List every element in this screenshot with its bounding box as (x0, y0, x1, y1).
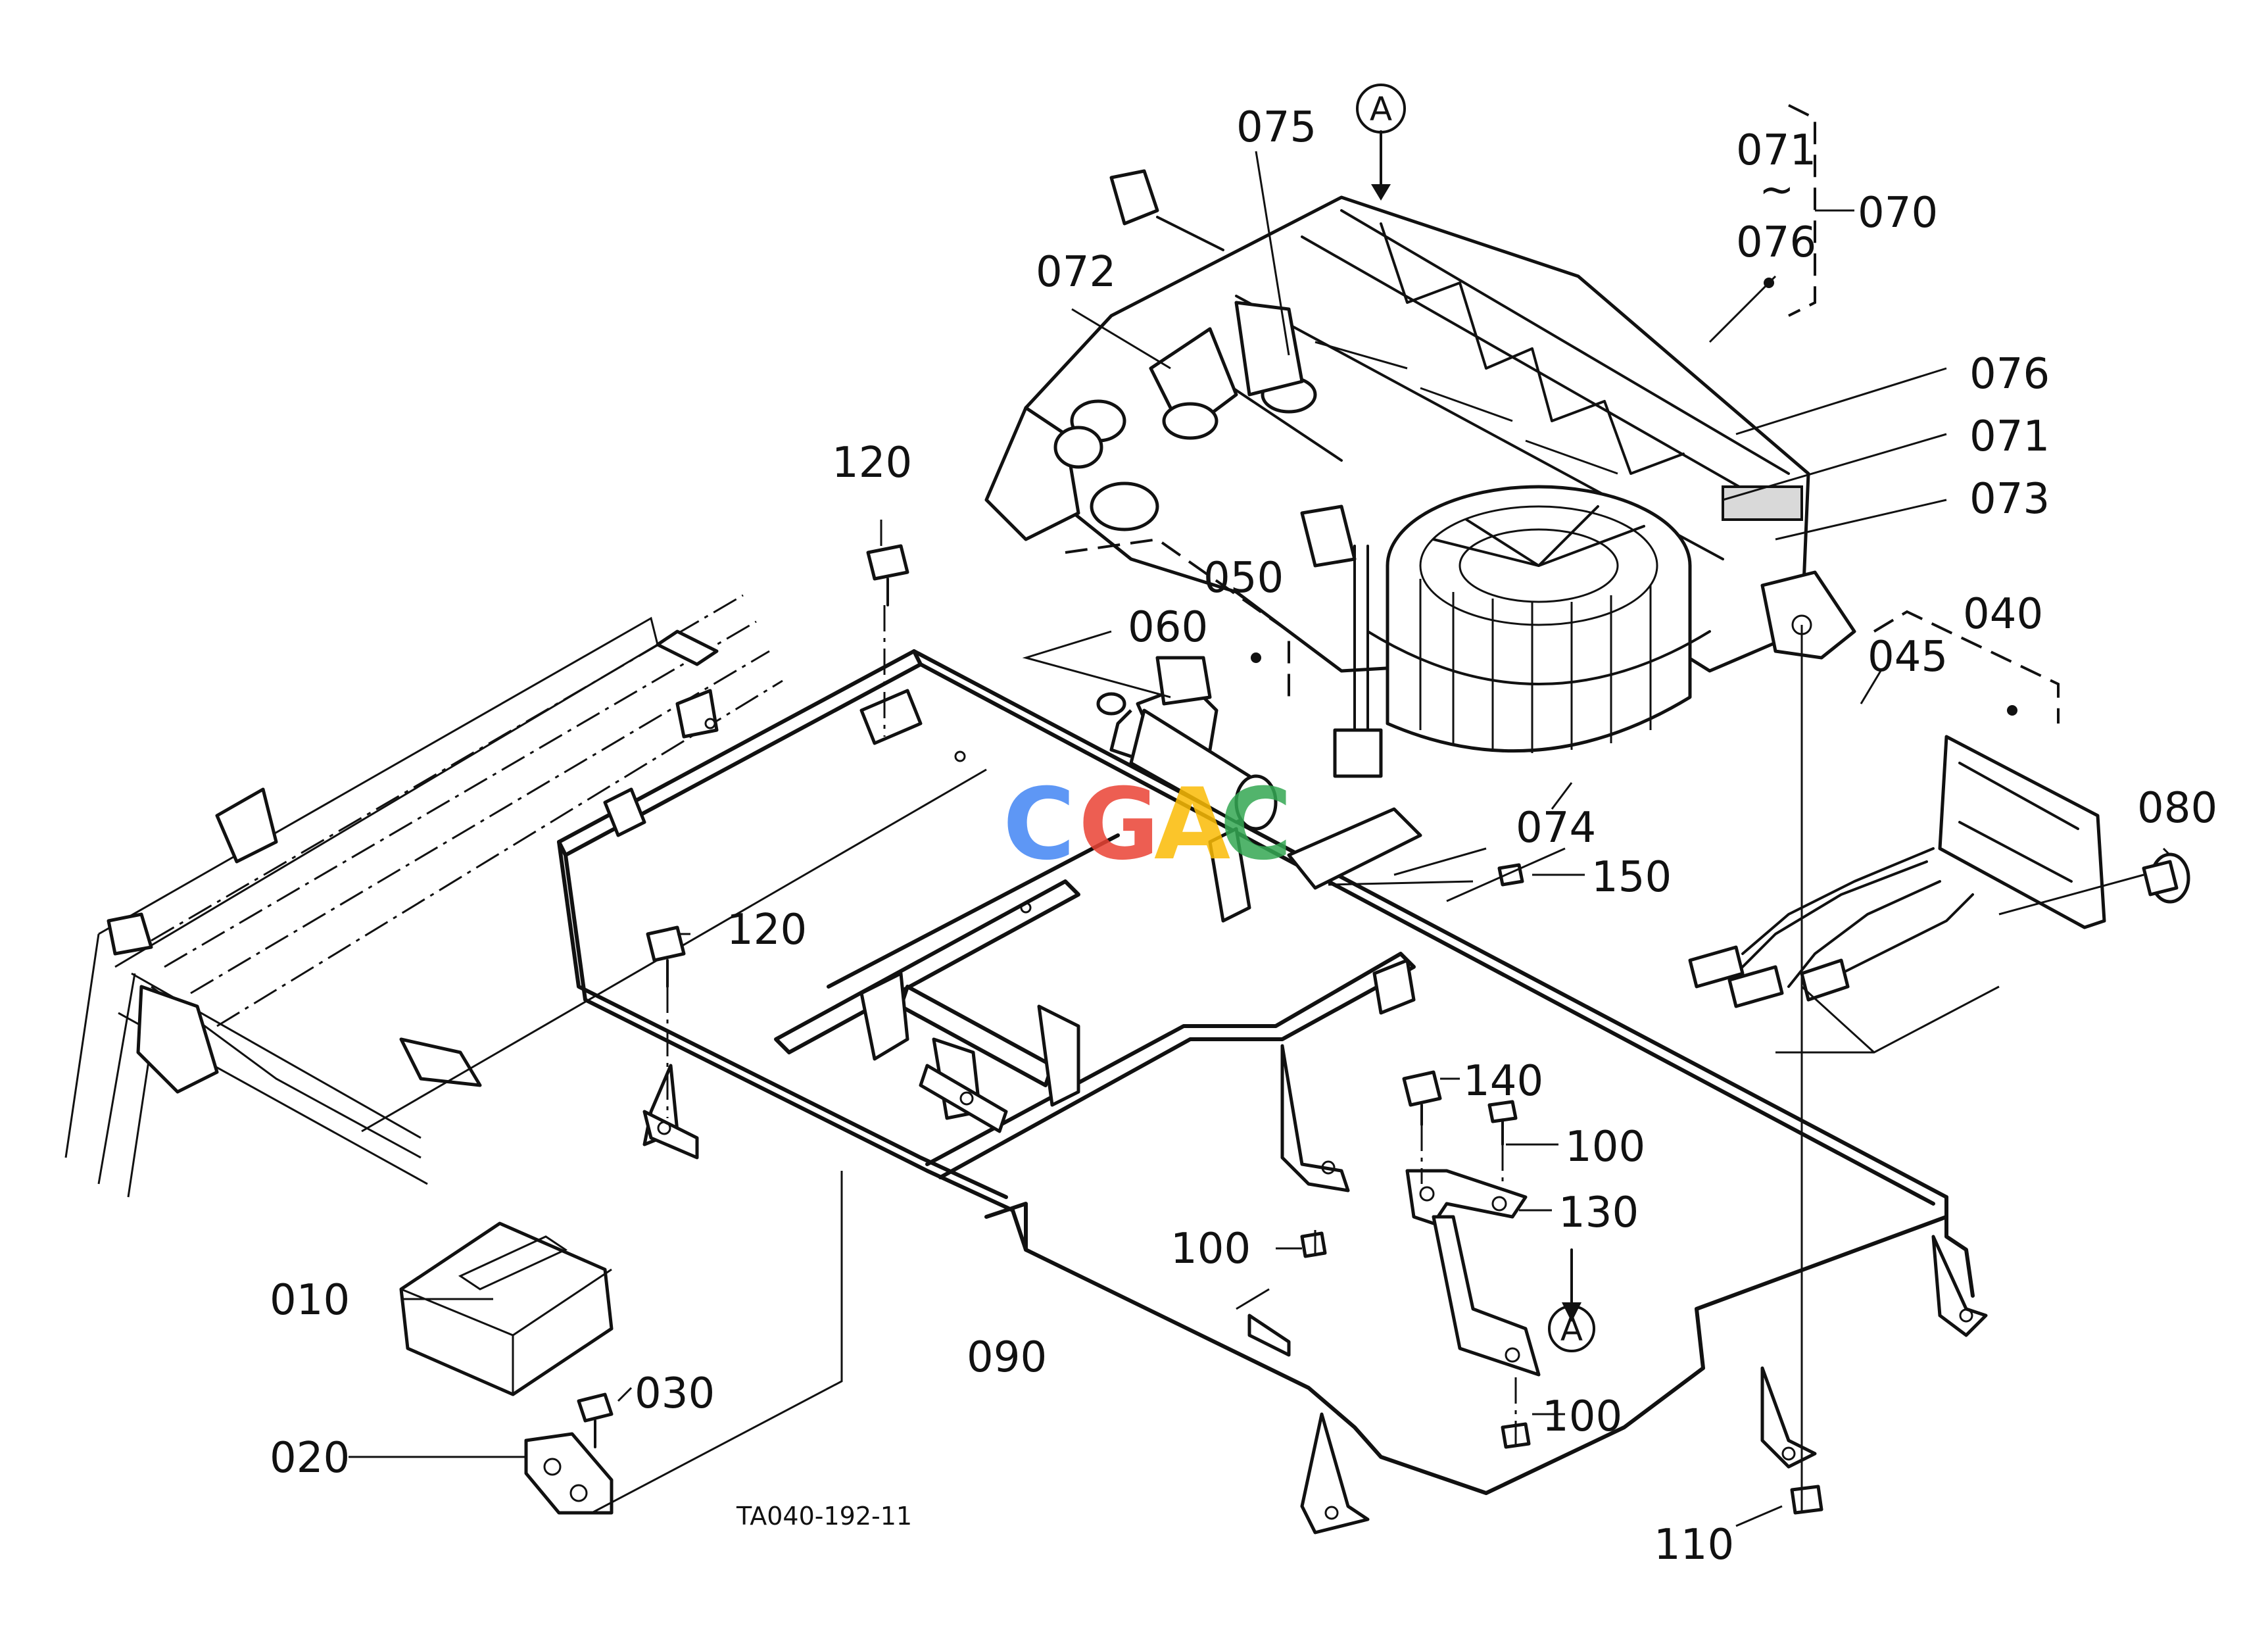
view-marker-circle-bottom (1548, 1305, 1595, 1352)
view-marker-bottom: A (1560, 1310, 1583, 1348)
label-100-a: 100 (1565, 1123, 1645, 1171)
group-brackets (1065, 104, 2060, 724)
harness-040 (1688, 735, 2190, 1008)
box-010 (399, 1221, 614, 1396)
watermark-letter-a: A (1154, 768, 1230, 882)
label-076: 076 (1969, 350, 2050, 399)
watermark-letter-c2: C (1220, 768, 1292, 882)
cab-frame-outline (64, 594, 987, 1198)
label-150: 150 (1591, 853, 1672, 902)
label-040: 040 (1963, 590, 2043, 639)
watermark-letter-c1: C (1003, 768, 1075, 882)
bracket-020 (524, 1432, 614, 1515)
label-076-range-end: 076 (1736, 218, 1816, 267)
label-120-b: 120 (727, 906, 807, 954)
range-tilde: ~ (1759, 166, 1795, 214)
view-marker-circle-top (1356, 84, 1406, 134)
label-071: 071 (1969, 412, 2050, 461)
label-080: 080 (2137, 784, 2217, 833)
watermark-logo: C G A C (1003, 768, 1292, 882)
watermark-letter-g: G (1078, 768, 1159, 882)
label-120-a: 120 (832, 439, 912, 487)
bolts (577, 544, 1823, 1515)
label-071-range-start: 071 (1736, 126, 1816, 175)
label-070: 070 (1858, 189, 1938, 237)
label-060: 060 (1128, 603, 1208, 652)
label-075: 075 (1236, 103, 1316, 152)
view-marker-top: A (1370, 90, 1392, 128)
label-072: 072 (1036, 248, 1116, 297)
label-140: 140 (1463, 1057, 1543, 1106)
frame-090 (557, 649, 1988, 1535)
label-050: 050 (1203, 554, 1284, 602)
label-100-c: 100 (1542, 1392, 1622, 1441)
label-090: 090 (967, 1333, 1047, 1382)
view-arrow-top (1371, 130, 1391, 201)
leader-lines (349, 151, 2171, 1527)
label-130: 130 (1558, 1189, 1639, 1237)
label-074: 074 (1516, 804, 1596, 852)
bracket-130 (1405, 1169, 1541, 1377)
valve-050 (1096, 656, 1278, 831)
hvac-unit-070 (984, 169, 1856, 778)
label-100-b: 100 (1170, 1225, 1251, 1273)
label-110: 110 (1654, 1521, 1734, 1569)
drawing-code: TA040-192-11 (736, 1502, 912, 1531)
reference-dots (1251, 278, 2017, 716)
label-045: 045 (1868, 633, 1948, 681)
label-030: 030 (635, 1369, 715, 1418)
label-010: 010 (270, 1276, 350, 1325)
label-020: 020 (270, 1434, 350, 1483)
label-073: 073 (1969, 475, 2050, 524)
